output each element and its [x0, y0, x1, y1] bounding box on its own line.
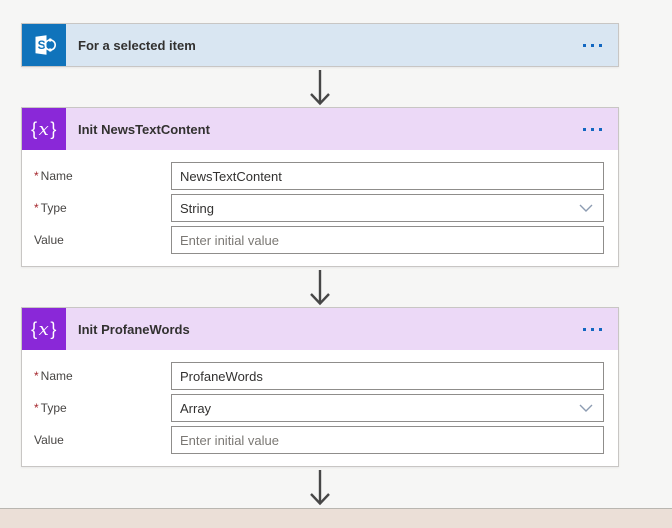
ellipsis-icon [583, 43, 586, 47]
type-dropdown[interactable]: Array [171, 394, 604, 422]
required-asterisk: * [34, 201, 39, 215]
action-more-actions-button[interactable] [581, 322, 604, 337]
variable-icon: {x} [22, 308, 66, 350]
field-label: Value [34, 233, 64, 247]
action-card-init-newstextcontent: {x} Init NewsTextContent *Name *Type Str… [21, 107, 619, 267]
type-dropdown[interactable]: String [171, 194, 604, 222]
arrow-down-icon [310, 70, 330, 106]
next-action-card-partial[interactable] [0, 508, 672, 528]
ellipsis-icon [583, 127, 586, 131]
required-asterisk: * [34, 169, 39, 183]
field-row-name: *Name [34, 162, 604, 190]
dropdown-selected-value: String [180, 200, 214, 216]
arrow-down-icon [310, 270, 330, 306]
sharepoint-icon: S [22, 24, 66, 66]
field-row-value: Value [34, 226, 604, 254]
dropdown-selected-value: Array [180, 400, 212, 416]
field-row-type: *Type String [34, 194, 604, 222]
action-more-actions-button[interactable] [581, 122, 604, 137]
trigger-card-for-a-selected-item[interactable]: S For a selected item [21, 23, 619, 67]
required-asterisk: * [34, 369, 39, 383]
variable-icon: {x} [22, 108, 66, 150]
ellipsis-icon [583, 327, 586, 331]
value-input[interactable] [171, 226, 604, 254]
field-row-type: *Type Array [34, 394, 604, 422]
chevron-down-icon [579, 404, 593, 412]
action-card-header[interactable]: {x} Init NewsTextContent [22, 108, 618, 150]
required-asterisk: * [34, 401, 39, 415]
arrow-down-icon [310, 470, 330, 506]
field-label: *Type [34, 401, 67, 415]
action-card-header[interactable]: {x} Init ProfaneWords [22, 308, 618, 350]
action-title: Init NewsTextContent [78, 121, 210, 137]
chevron-down-icon [579, 204, 593, 212]
field-label: *Type [34, 201, 67, 215]
action-card-init-profanewords: {x} Init ProfaneWords *Name *Type Array [21, 307, 619, 467]
svg-text:S: S [38, 38, 46, 52]
field-label: *Name [34, 369, 73, 383]
field-label: *Name [34, 169, 73, 183]
trigger-title: For a selected item [78, 37, 196, 53]
name-input[interactable] [171, 362, 604, 390]
trigger-more-actions-button[interactable] [581, 38, 604, 53]
value-input[interactable] [171, 426, 604, 454]
name-input[interactable] [171, 162, 604, 190]
action-title: Init ProfaneWords [78, 321, 190, 337]
field-row-value: Value [34, 426, 604, 454]
field-row-name: *Name [34, 362, 604, 390]
field-label: Value [34, 433, 64, 447]
